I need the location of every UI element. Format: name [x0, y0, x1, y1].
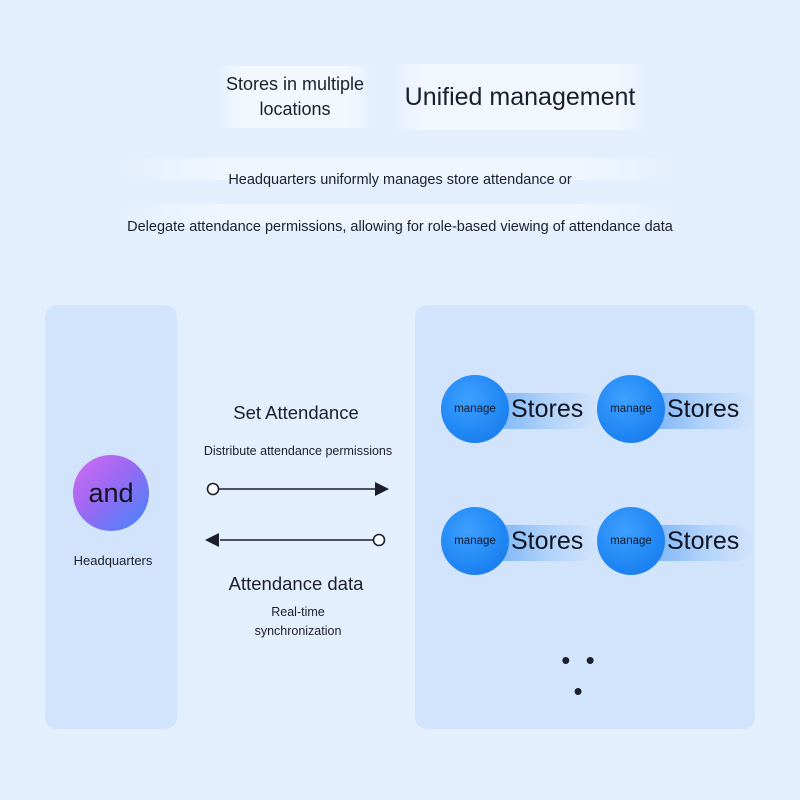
- description-line-2: Delegate attendance permissions, allowin…: [127, 219, 673, 235]
- store-node: manage Stores: [441, 375, 601, 445]
- store-badge-text: manage: [610, 535, 652, 547]
- arrow-left: [205, 533, 386, 547]
- attendance-data-subtitle-line-1: Real-time: [271, 605, 325, 619]
- store-badge-text: manage: [454, 403, 496, 415]
- store-badge: manage: [441, 507, 509, 575]
- headquarters-badge: and: [73, 455, 149, 531]
- store-badge: manage: [597, 375, 665, 443]
- store-node: manage Stores: [441, 507, 601, 577]
- set-attendance-subtitle: Distribute attendance permissions: [203, 444, 393, 458]
- store-badge-text: manage: [610, 403, 652, 415]
- store-badge: manage: [597, 507, 665, 575]
- description-line-1: Headquarters uniformly manages store att…: [228, 172, 572, 188]
- attendance-data-title: Attendance data: [228, 573, 364, 594]
- flow-arrows: [205, 482, 389, 547]
- set-attendance-title: Set Attendance: [233, 402, 359, 423]
- description-glow-1: [120, 158, 680, 180]
- store-label: Stores: [667, 527, 740, 555]
- store-badge: manage: [441, 375, 509, 443]
- store-node: manage Stores: [597, 507, 757, 577]
- store-badge-text: manage: [454, 535, 496, 547]
- description-glow-2: [120, 204, 680, 226]
- store-label: Stores: [667, 395, 740, 423]
- header-left-title: Stores in multiple locations: [218, 66, 372, 128]
- header-right-title: Unified management: [392, 64, 648, 130]
- store-label: Stores: [511, 395, 584, 423]
- header-right-title-text: Unified management: [404, 82, 636, 111]
- headquarters-badge-text: and: [88, 477, 134, 508]
- attendance-data-subtitle-line-2: synchronization: [254, 624, 342, 638]
- more-stores-indicator: • • •: [561, 645, 599, 706]
- headquarters-label: Headquarters: [73, 553, 153, 568]
- store-node: manage Stores: [597, 375, 757, 445]
- arrow-right: [206, 482, 389, 496]
- attendance-data-subtitle: Real-time synchronization: [190, 603, 406, 641]
- store-label: Stores: [511, 527, 584, 555]
- header-left-title-text: Stores in multiple locations: [225, 74, 365, 119]
